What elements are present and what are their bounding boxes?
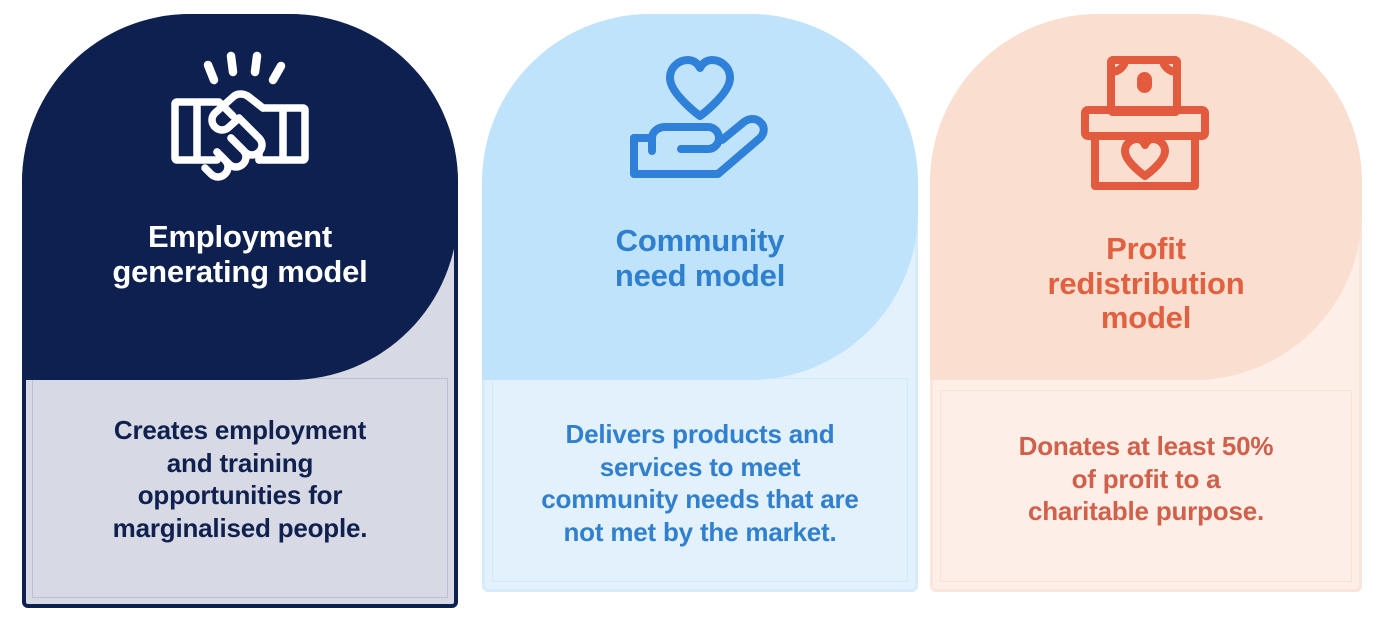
card-title: Community need model — [614, 223, 786, 293]
handshake-icon — [167, 50, 313, 190]
card-community-need-model[interactable]: Community need model Delivers products a… — [482, 14, 918, 592]
card-description: Donates at least 50% of profit to a char… — [1018, 431, 1274, 526]
card-description: Creates employment and training opportun… — [112, 415, 368, 543]
card-content: Employment generating model — [22, 14, 458, 608]
card-content: Profit redistribution model — [930, 14, 1362, 592]
card-arch-overlay — [482, 14, 918, 380]
card-body-panel — [492, 378, 908, 582]
card-employment-generating-model[interactable]: Employment generating model Creates empl… — [22, 14, 458, 608]
heart-in-hand-icon — [626, 56, 774, 184]
card-body-panel — [940, 390, 1352, 582]
card-title: Employment generating model — [112, 219, 368, 289]
card-title: Profit redistribution model — [1047, 231, 1245, 336]
card-body-panel — [32, 378, 448, 598]
donation-box-icon — [1079, 54, 1213, 194]
card-description: Delivers products and services to meet c… — [541, 419, 859, 547]
card-profit-redistribution-model[interactable]: Profit redistribution model Donates at l… — [930, 14, 1362, 592]
card-arch-overlay — [22, 14, 458, 380]
card-content: Community need model — [482, 14, 918, 592]
